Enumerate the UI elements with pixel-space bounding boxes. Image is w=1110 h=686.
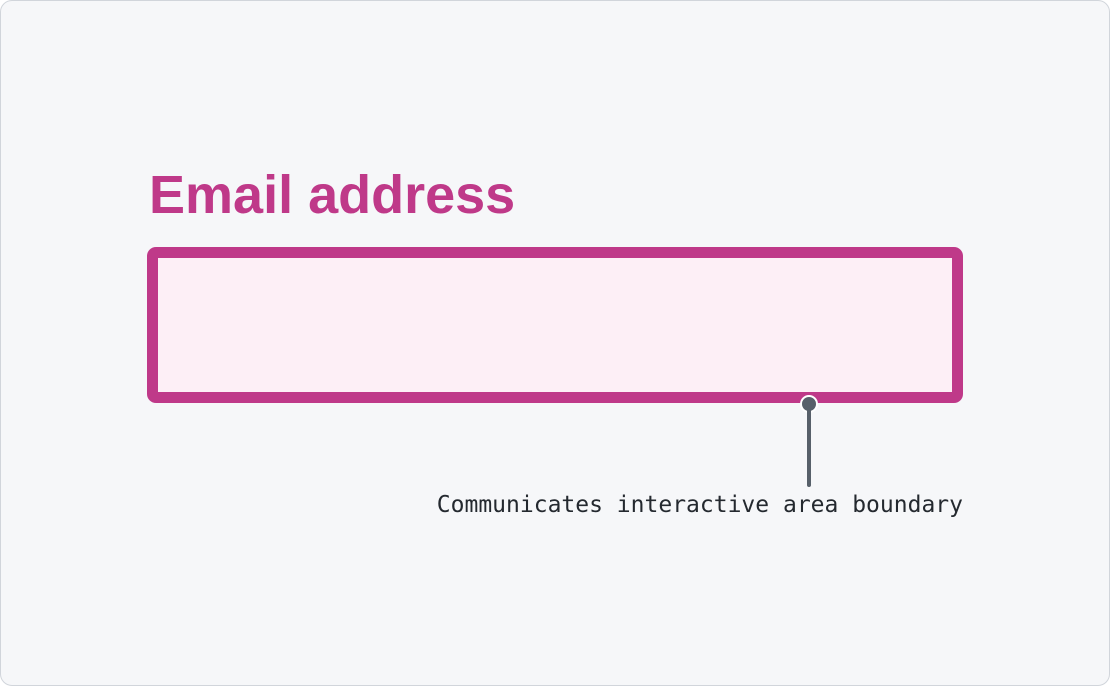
email-field-label: Email address <box>149 165 516 225</box>
annotation-leader-line <box>807 407 811 487</box>
email-field[interactable] <box>147 247 963 403</box>
annotation-label: Communicates interactive area boundary <box>436 492 963 518</box>
